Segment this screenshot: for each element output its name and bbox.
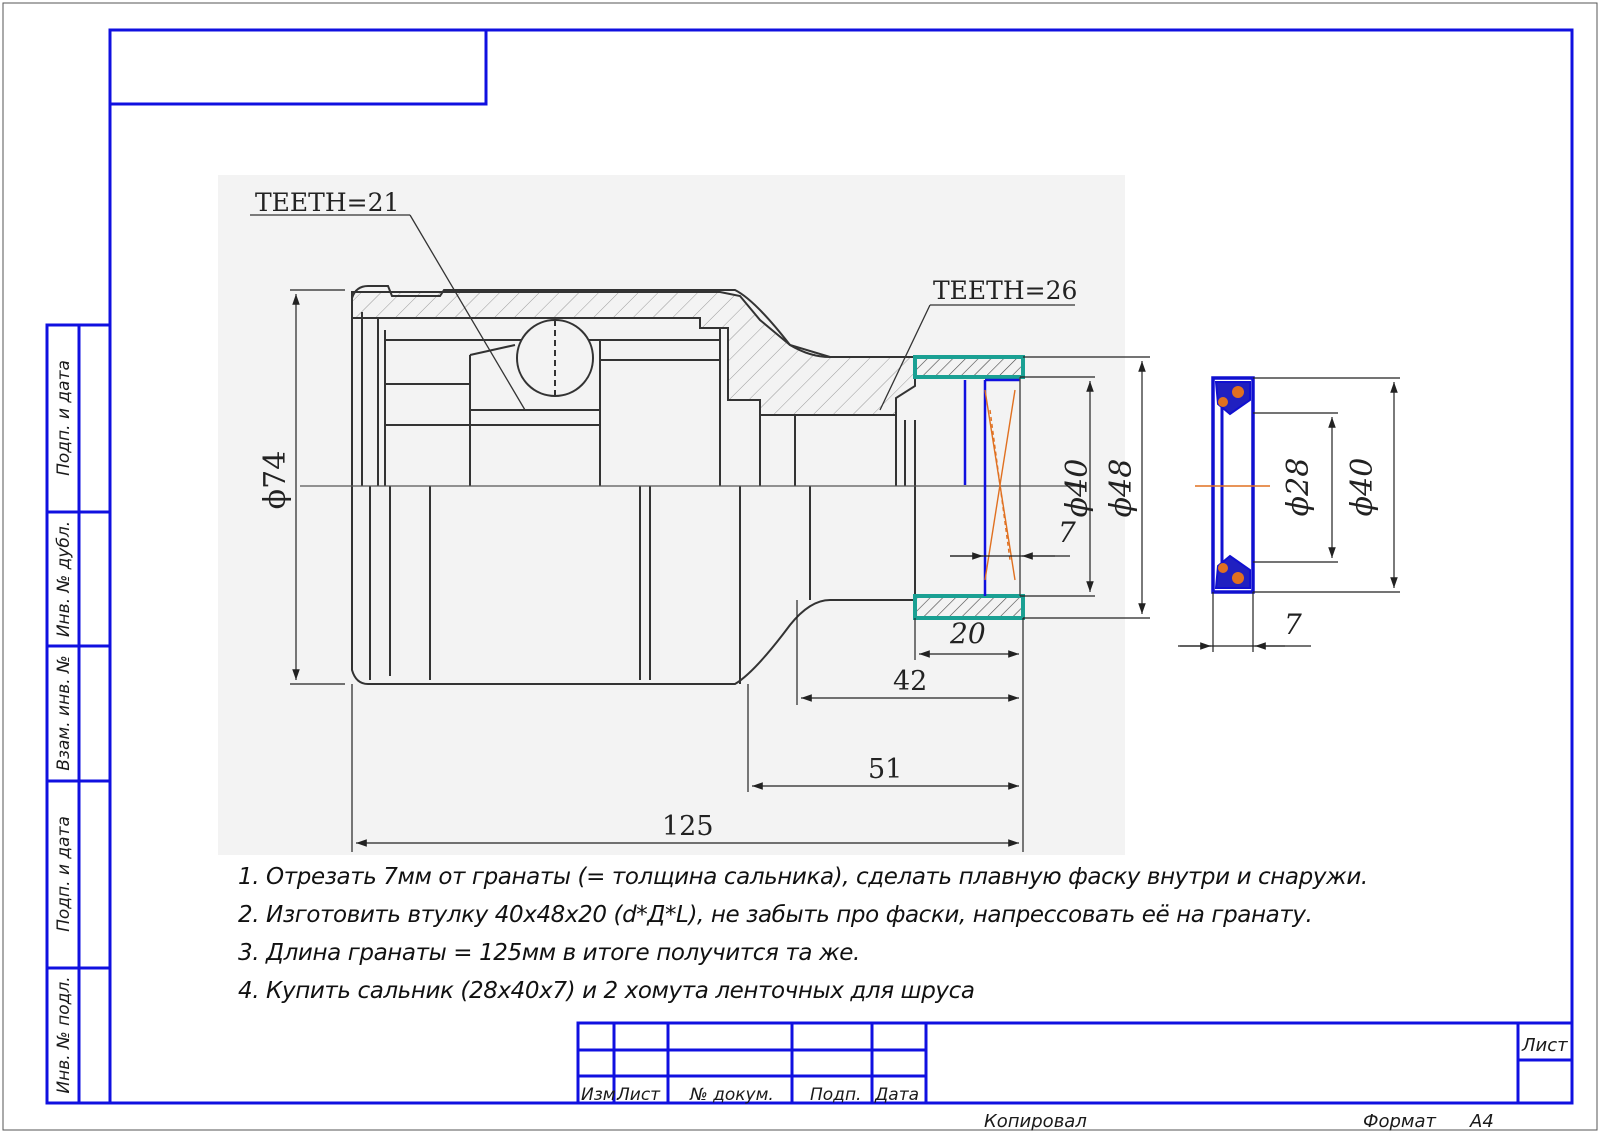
oil-seal [1195,376,1270,594]
top-left-stamp-box [108,28,488,106]
dim-d74: ϕ74 [258,451,293,510]
note-1: 1. Отрезать 7мм от гранаты (= толщина са… [238,864,1368,890]
title-col-izm: Изм. [581,1085,621,1105]
side-label-sign-date-2: Подп. и дата [54,816,74,932]
side-label-replace-inv: Взам. инв. № [54,655,74,770]
dim-51: 51 [868,754,902,785]
title-col-doc: № докум. [689,1085,774,1105]
side-label-sign-date-1: Подп. и дата [54,360,74,476]
teeth-outer-label: TEETH=21 [255,188,399,217]
cv-joint-housing [300,285,1080,685]
dim-bushing-20: 20 [949,617,986,650]
teeth-leaders [250,214,1075,411]
cut-markers [963,377,1021,596]
bushing-bottom-section [913,594,1025,620]
dimension-lines [290,289,1150,852]
side-label-dup-inv: Инв. № дубл. [54,521,74,637]
dim-125: 125 [662,811,714,842]
note-2: 2. Изготовить втулку 40х48х20 (d*Д*L), н… [238,902,1313,928]
title-format-label: Формат [1363,1111,1437,1132]
note-4: 4. Купить сальник (28х40х7) и 2 хомута л… [238,978,975,1004]
dim-42: 42 [893,666,927,697]
dim-d48: ϕ48 [1104,459,1139,518]
title-block [576,1021,1574,1105]
seal-d40: ϕ40 [1345,458,1380,517]
title-sheet-label: Лист [1521,1035,1568,1056]
title-format-value: А4 [1469,1111,1494,1132]
gost-frame [45,28,1574,1105]
dim-d40: ϕ40 [1060,459,1095,518]
side-stamp-labels: Подп. и дата Инв. № дубл. Взам. инв. № П… [54,360,74,1094]
teeth-inner-label: TEETH=26 [933,276,1077,305]
title-col-sign: Подп. [810,1085,861,1105]
bushing-top-section [913,355,1025,379]
title-col-list: Лист [616,1085,661,1105]
seal-width-7: 7 [1284,608,1302,641]
seal-d28: ϕ28 [1281,458,1316,517]
title-copied: Копировал [984,1111,1087,1132]
side-label-orig-inv: Инв. № подл. [54,976,74,1093]
seal-dimension-lines [1178,377,1400,652]
dim-cut-7: 7 [1058,516,1076,549]
note-3: 3. Длина гранаты = 125мм в итоге получит… [238,940,860,966]
title-col-date: Дата [874,1085,919,1105]
bushing [913,355,1025,620]
